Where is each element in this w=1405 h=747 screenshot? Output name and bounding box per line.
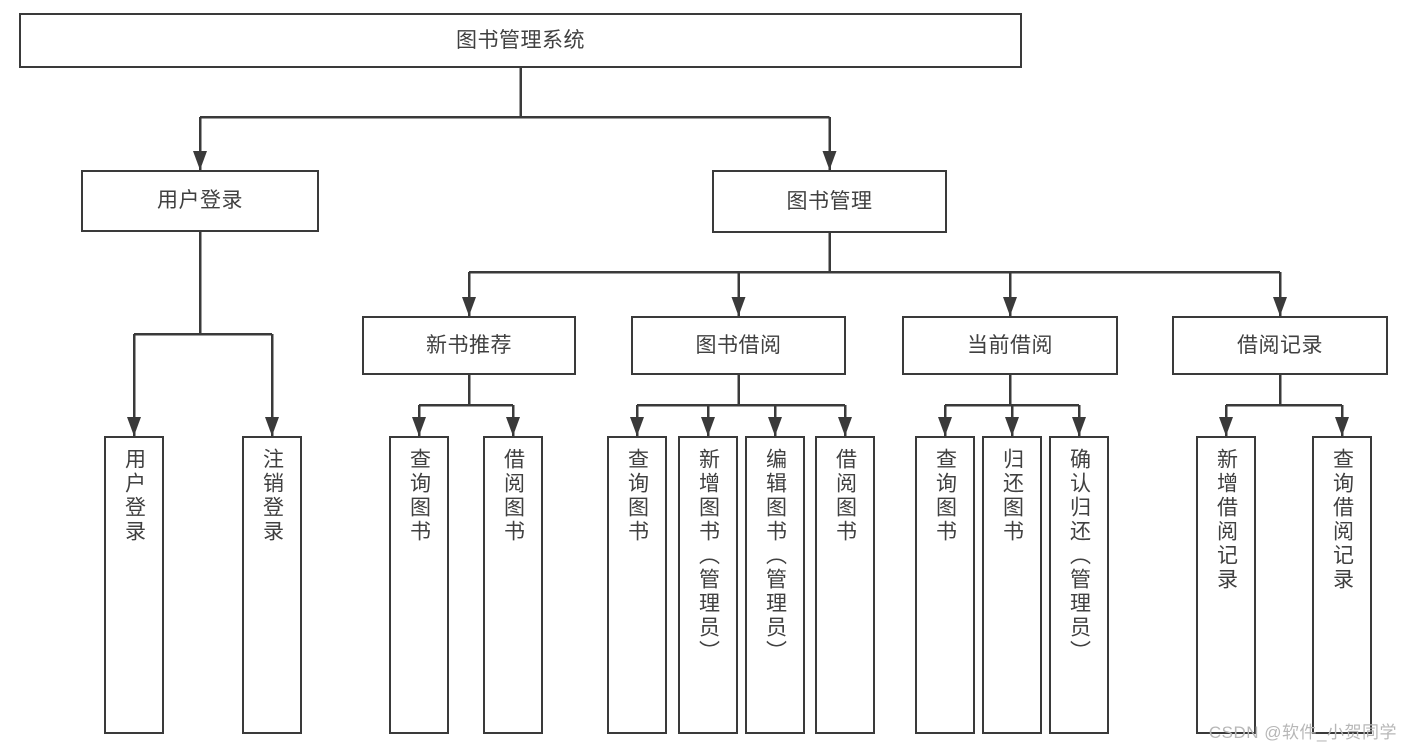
arrow-head-f_b_edit <box>768 417 782 436</box>
arrow-head-f_r_add <box>1219 417 1233 436</box>
node-current[interactable]: 当前借阅 <box>902 316 1118 375</box>
arrow-head-login <box>193 151 207 170</box>
arrow-head-f_nb_query <box>412 417 426 436</box>
node-label-f_c_confirm: 确认归还（管理员） <box>1067 448 1091 664</box>
arrow-head-f_b_query <box>630 417 644 436</box>
arrow-head-f_nb_borrow <box>506 417 520 436</box>
arrow-head-current <box>1003 297 1017 316</box>
node-bookmgmt[interactable]: 图书管理 <box>712 170 947 233</box>
node-label-f_b_query: 查询图书 <box>625 448 649 544</box>
node-label-login: 用户登录 <box>157 189 243 213</box>
node-label-f_b_edit: 编辑图书（管理员） <box>763 448 787 664</box>
node-label-f_login: 用户登录 <box>122 448 146 544</box>
node-f_login[interactable]: 用户登录 <box>104 436 164 734</box>
node-label-f_c_query: 查询图书 <box>933 448 957 544</box>
node-f_c_confirm[interactable]: 确认归还（管理员） <box>1049 436 1109 734</box>
node-f_c_query[interactable]: 查询图书 <box>915 436 975 734</box>
arrow-head-bookmgmt <box>822 151 837 170</box>
node-label-borrow: 图书借阅 <box>695 333 782 357</box>
node-f_c_return[interactable]: 归还图书 <box>982 436 1042 734</box>
watermark: CSDN @软件_小贺同学 <box>1208 723 1397 742</box>
node-f_nb_query[interactable]: 查询图书 <box>389 436 449 734</box>
node-label-bookmgmt: 图书管理 <box>786 189 873 213</box>
node-login[interactable]: 用户登录 <box>81 170 319 232</box>
node-f_b_edit[interactable]: 编辑图书（管理员） <box>745 436 805 734</box>
node-root[interactable]: 图书管理系统 <box>19 13 1022 68</box>
node-label-newbook: 新书推荐 <box>426 333 512 357</box>
node-label-f_c_return: 归还图书 <box>1000 448 1024 544</box>
node-f_nb_borrow[interactable]: 借阅图书 <box>483 436 543 734</box>
node-label-f_nb_borrow: 借阅图书 <box>501 448 525 544</box>
arrow-head-borrow <box>731 297 746 316</box>
arrow-head-f_logout <box>265 417 279 436</box>
arrow-head-records <box>1273 297 1287 316</box>
node-borrow[interactable]: 图书借阅 <box>631 316 846 375</box>
node-label-f_logout: 注销登录 <box>260 448 284 544</box>
arrow-head-f_c_return <box>1005 417 1019 436</box>
node-label-f_b_borrow: 借阅图书 <box>833 448 857 544</box>
arrow-head-f_b_add <box>701 417 715 436</box>
node-label-f_b_add: 新增图书（管理员） <box>696 448 720 664</box>
node-f_b_borrow[interactable]: 借阅图书 <box>815 436 875 734</box>
node-label-f_r_query: 查询借阅记录 <box>1330 448 1354 592</box>
arrow-head-f_c_query <box>938 417 952 436</box>
node-label-current: 当前借阅 <box>967 333 1053 357</box>
node-label-f_nb_query: 查询图书 <box>407 448 431 544</box>
node-records[interactable]: 借阅记录 <box>1172 316 1388 375</box>
node-label-f_r_add: 新增借阅记录 <box>1214 448 1238 592</box>
node-label-records: 借阅记录 <box>1237 333 1323 357</box>
node-f_r_query[interactable]: 查询借阅记录 <box>1312 436 1372 734</box>
node-f_b_query[interactable]: 查询图书 <box>607 436 667 734</box>
arrow-head-f_r_query <box>1335 417 1349 436</box>
arrow-head-f_b_borrow <box>838 417 852 436</box>
arrow-head-newbook <box>462 297 476 316</box>
node-label-root: 图书管理系统 <box>456 28 585 52</box>
node-f_logout[interactable]: 注销登录 <box>242 436 302 734</box>
arrow-head-f_login <box>127 417 141 436</box>
arrow-head-f_c_confirm <box>1072 417 1086 436</box>
node-f_r_add[interactable]: 新增借阅记录 <box>1196 436 1256 734</box>
node-newbook[interactable]: 新书推荐 <box>362 316 576 375</box>
node-f_b_add[interactable]: 新增图书（管理员） <box>678 436 738 734</box>
